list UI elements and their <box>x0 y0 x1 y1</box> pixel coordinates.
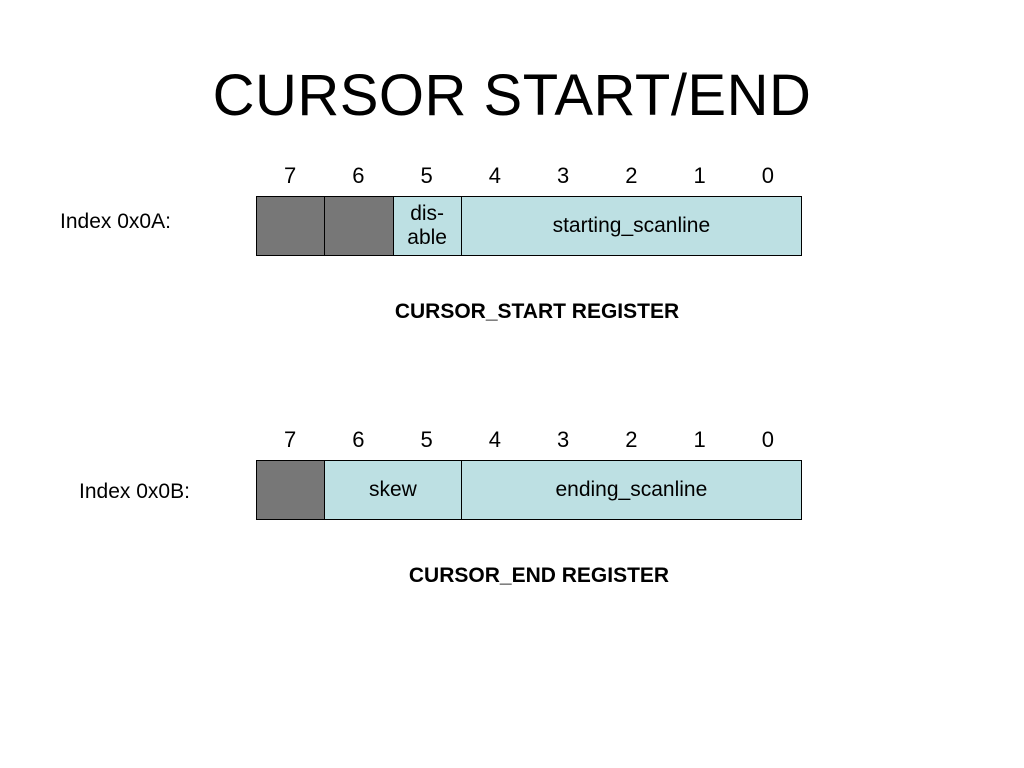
reserved-bit-field <box>257 197 325 255</box>
bit-number-1: 1 <box>693 163 706 188</box>
bit-number-2: 2 <box>625 427 638 452</box>
reserved-bit-field <box>257 461 325 519</box>
bit-number-3: 3 <box>557 427 570 452</box>
bit-number-0: 0 <box>761 163 774 188</box>
bit-number-7: 7 <box>284 163 297 188</box>
starting-scanline-field: starting_scanline <box>461 197 801 255</box>
register-caption: CURSOR_END REGISTER <box>408 564 670 587</box>
bit-number-4: 4 <box>488 427 501 452</box>
bit-number-6: 6 <box>352 427 365 452</box>
bit-number-row: 7 6 5 4 3 2 1 0 <box>256 160 802 192</box>
bit-number-1: 1 <box>693 427 706 452</box>
bit-number-4: 4 <box>488 163 501 188</box>
cursor-start-register: dis- able starting_scanline <box>256 196 802 256</box>
bit-number-5: 5 <box>420 427 433 452</box>
ending-scanline-label: ending_scanline <box>555 478 708 501</box>
cursor-end-register: skew ending_scanline <box>256 460 802 520</box>
ending-scanline-field: ending_scanline <box>461 461 801 519</box>
skew-field: skew <box>325 461 462 519</box>
skew-field-label: skew <box>368 478 417 501</box>
register-caption: CURSOR_START REGISTER <box>394 300 680 323</box>
bit-number-5: 5 <box>420 163 433 188</box>
bit-number-row: 7 6 5 4 3 2 1 0 <box>256 424 802 456</box>
register-index-label: Index 0x0A: <box>60 210 171 233</box>
starting-scanline-label: starting_scanline <box>552 214 711 237</box>
register-index-label: Index 0x0B: <box>79 480 190 503</box>
slide-title: CURSOR START/END <box>212 63 812 128</box>
bit-number-0: 0 <box>761 427 774 452</box>
disable-field-label: dis- able <box>407 202 447 249</box>
disable-bit-field: dis- able <box>393 197 462 255</box>
bit-number-6: 6 <box>352 163 365 188</box>
bit-number-2: 2 <box>625 163 638 188</box>
bit-number-7: 7 <box>284 427 297 452</box>
bit-number-3: 3 <box>557 163 570 188</box>
reserved-bit-field <box>325 197 394 255</box>
